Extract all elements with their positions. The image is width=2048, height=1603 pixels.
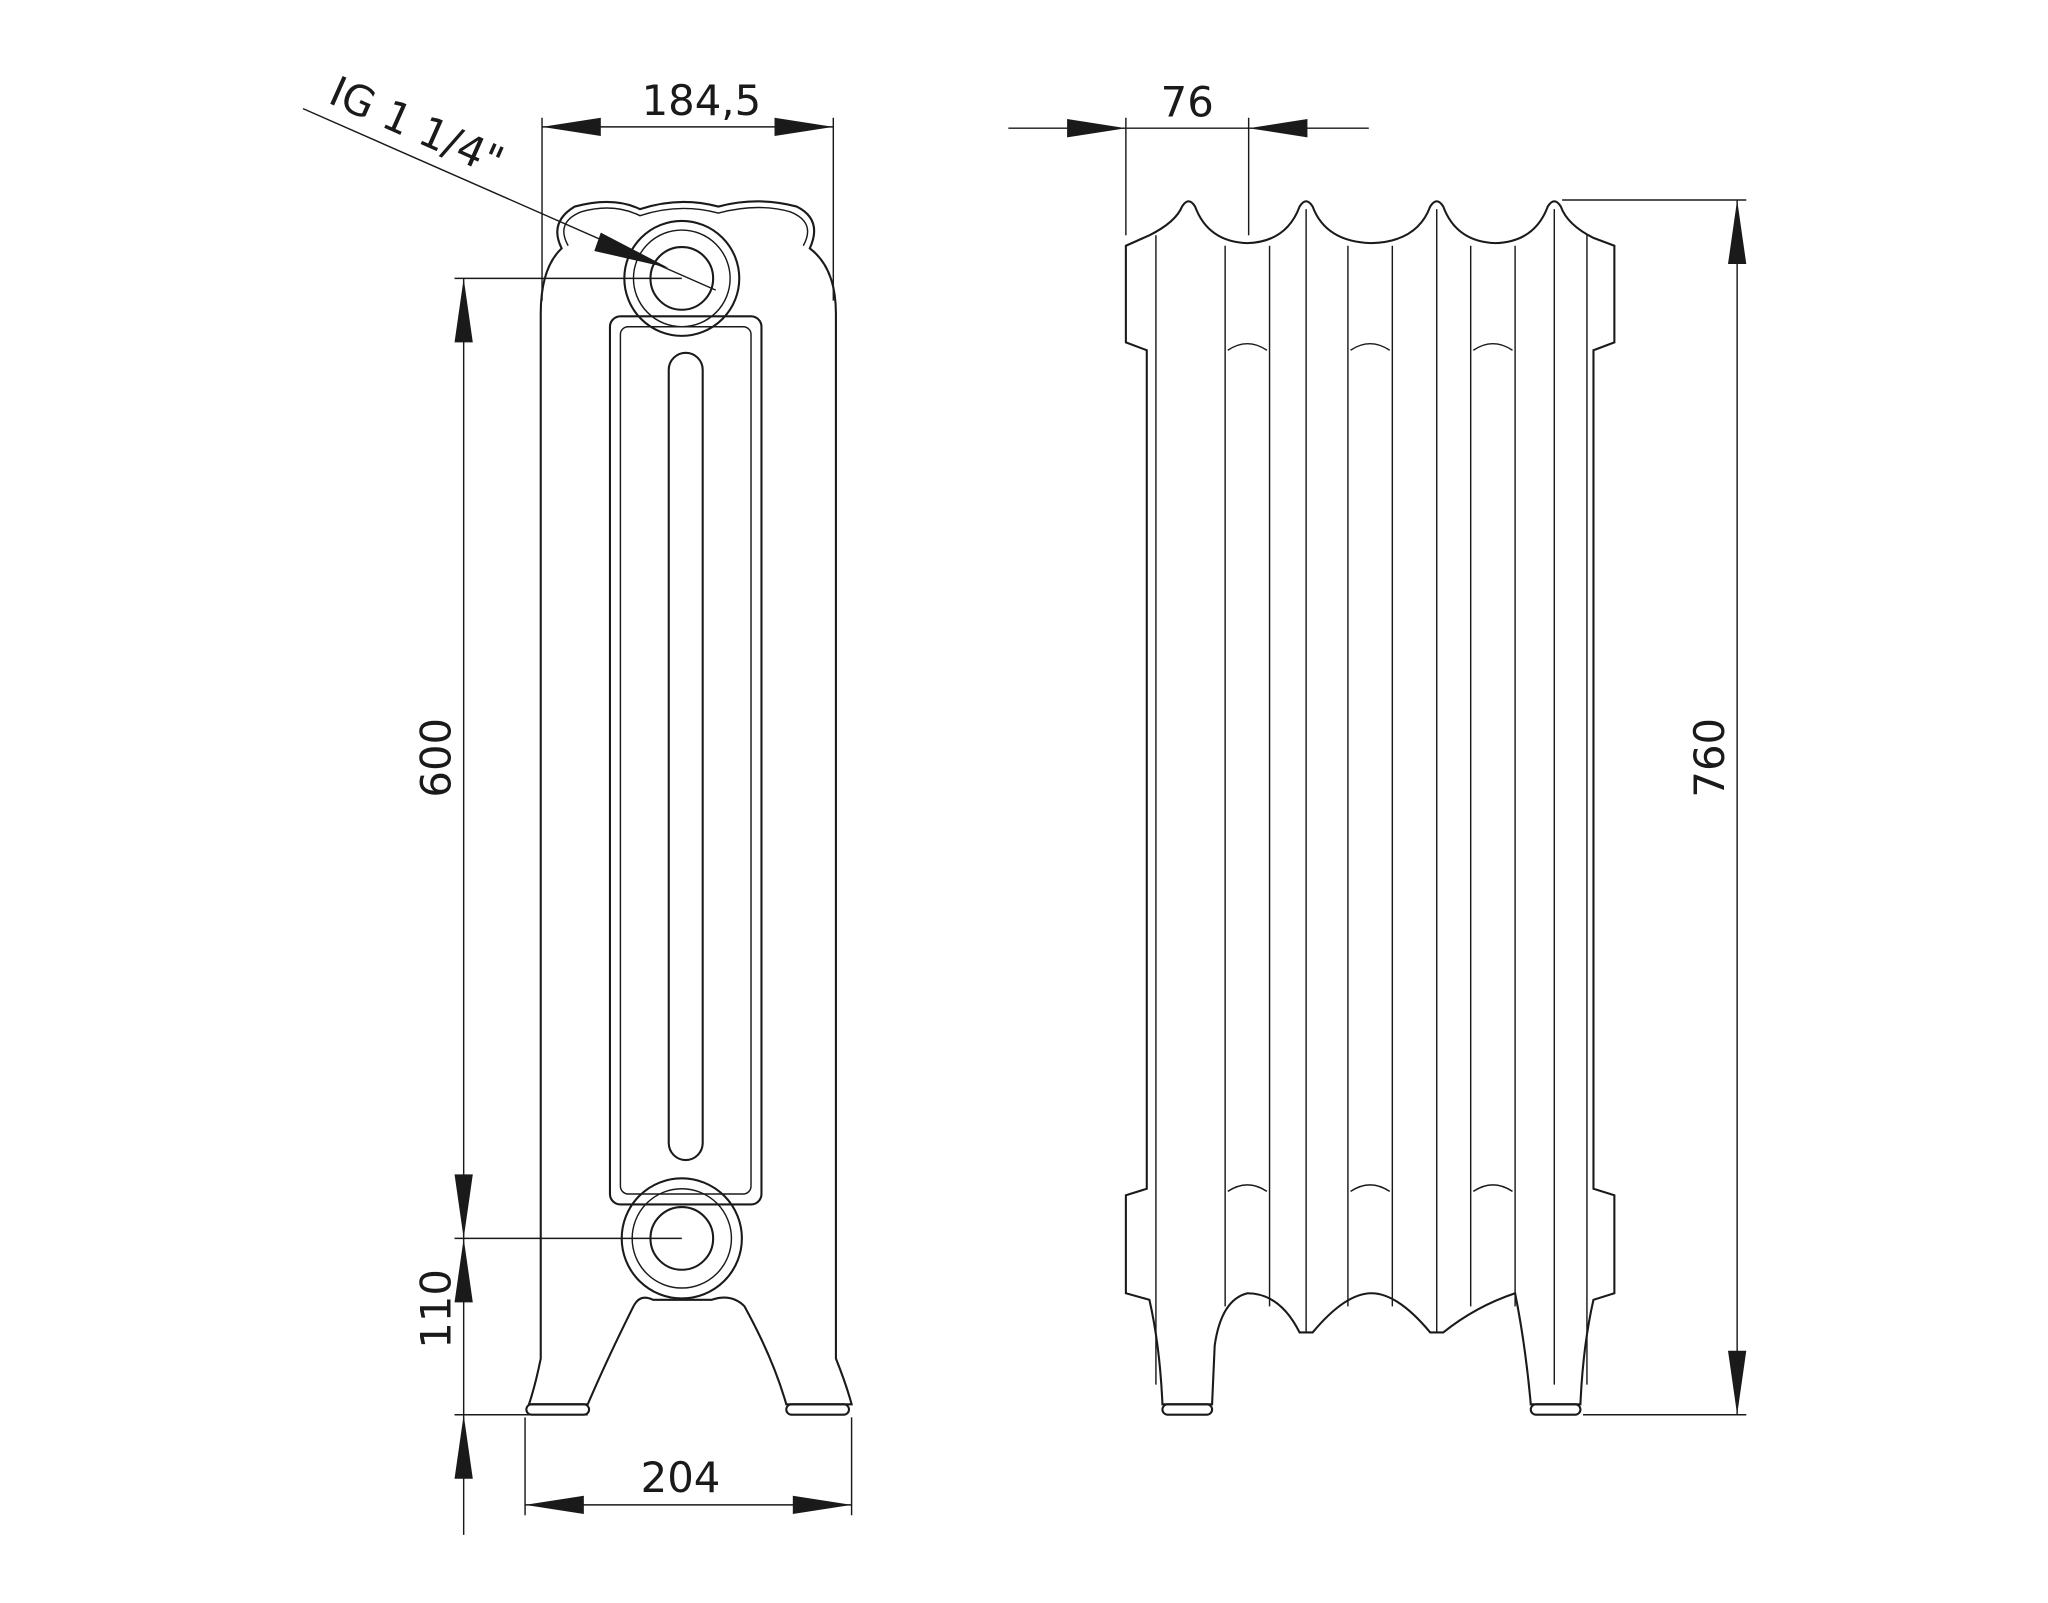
front-outline xyxy=(527,200,853,1406)
side-outline xyxy=(1124,200,1616,1406)
leader-arrow xyxy=(594,232,669,268)
front-view: IG 1 1/4" 184,5 204 600 110 xyxy=(302,66,853,1535)
total-height-dimension: 760 xyxy=(1685,718,1734,798)
section-pitch-dimension: 76 xyxy=(1161,77,1214,126)
connection-label: IG 1 1/4" xyxy=(322,66,510,186)
center-slot xyxy=(667,351,704,1162)
connection-spacing-dimension: 600 xyxy=(412,718,461,798)
top-width-dimension: 184,5 xyxy=(642,76,762,125)
bottom-height-dimension: 110 xyxy=(412,1269,461,1349)
foot-width-dimension: 204 xyxy=(641,1453,721,1502)
side-view: 76 760 xyxy=(1008,77,1747,1416)
front-panel xyxy=(608,315,763,1206)
section-columns xyxy=(1155,209,1588,1385)
